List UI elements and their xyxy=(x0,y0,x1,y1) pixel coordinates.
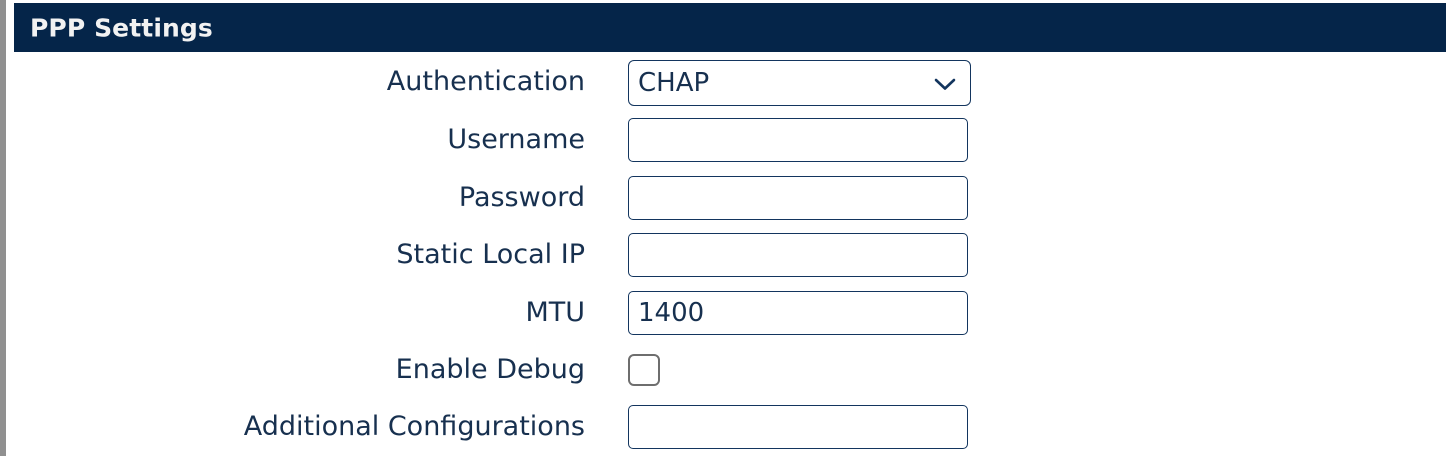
control-authentication: CHAP xyxy=(628,60,971,106)
form-row-enable-debug: Enable Debug xyxy=(0,348,1446,406)
form-row-authentication: Authentication CHAP xyxy=(0,60,1446,118)
label-additional-configurations: Additional Configurations xyxy=(243,411,585,442)
scrollbar-gutter[interactable] xyxy=(0,0,6,456)
ppp-settings-form: Authentication CHAP Username Password S xyxy=(0,52,1446,456)
form-row-password: Password xyxy=(0,176,1446,234)
authentication-select-value: CHAP xyxy=(638,68,710,98)
username-input[interactable] xyxy=(628,118,968,162)
form-row-username: Username xyxy=(0,118,1446,176)
control-password xyxy=(628,176,968,220)
panel-header: PPP Settings xyxy=(14,3,1446,52)
page-title: PPP Settings xyxy=(30,13,213,42)
control-additional-configurations xyxy=(628,405,968,449)
label-enable-debug: Enable Debug xyxy=(395,354,585,385)
form-row-additional-configurations: Additional Configurations xyxy=(0,405,1446,463)
label-username: Username xyxy=(447,124,585,155)
additional-configurations-input[interactable] xyxy=(628,405,968,449)
enable-debug-checkbox[interactable] xyxy=(628,354,660,386)
password-input[interactable] xyxy=(628,176,968,220)
static-local-ip-input[interactable] xyxy=(628,233,968,277)
mtu-input[interactable] xyxy=(628,291,968,335)
control-username xyxy=(628,118,968,162)
label-mtu: MTU xyxy=(525,297,585,328)
control-mtu xyxy=(628,291,968,335)
authentication-select[interactable]: CHAP xyxy=(628,60,971,106)
control-static-local-ip xyxy=(628,233,968,277)
label-static-local-ip: Static Local IP xyxy=(396,239,585,270)
form-row-static-local-ip: Static Local IP xyxy=(0,233,1446,291)
control-enable-debug xyxy=(628,348,660,386)
form-row-mtu: MTU xyxy=(0,291,1446,349)
chevron-down-icon xyxy=(934,76,956,90)
label-authentication: Authentication xyxy=(386,66,585,97)
label-password: Password xyxy=(458,182,585,213)
